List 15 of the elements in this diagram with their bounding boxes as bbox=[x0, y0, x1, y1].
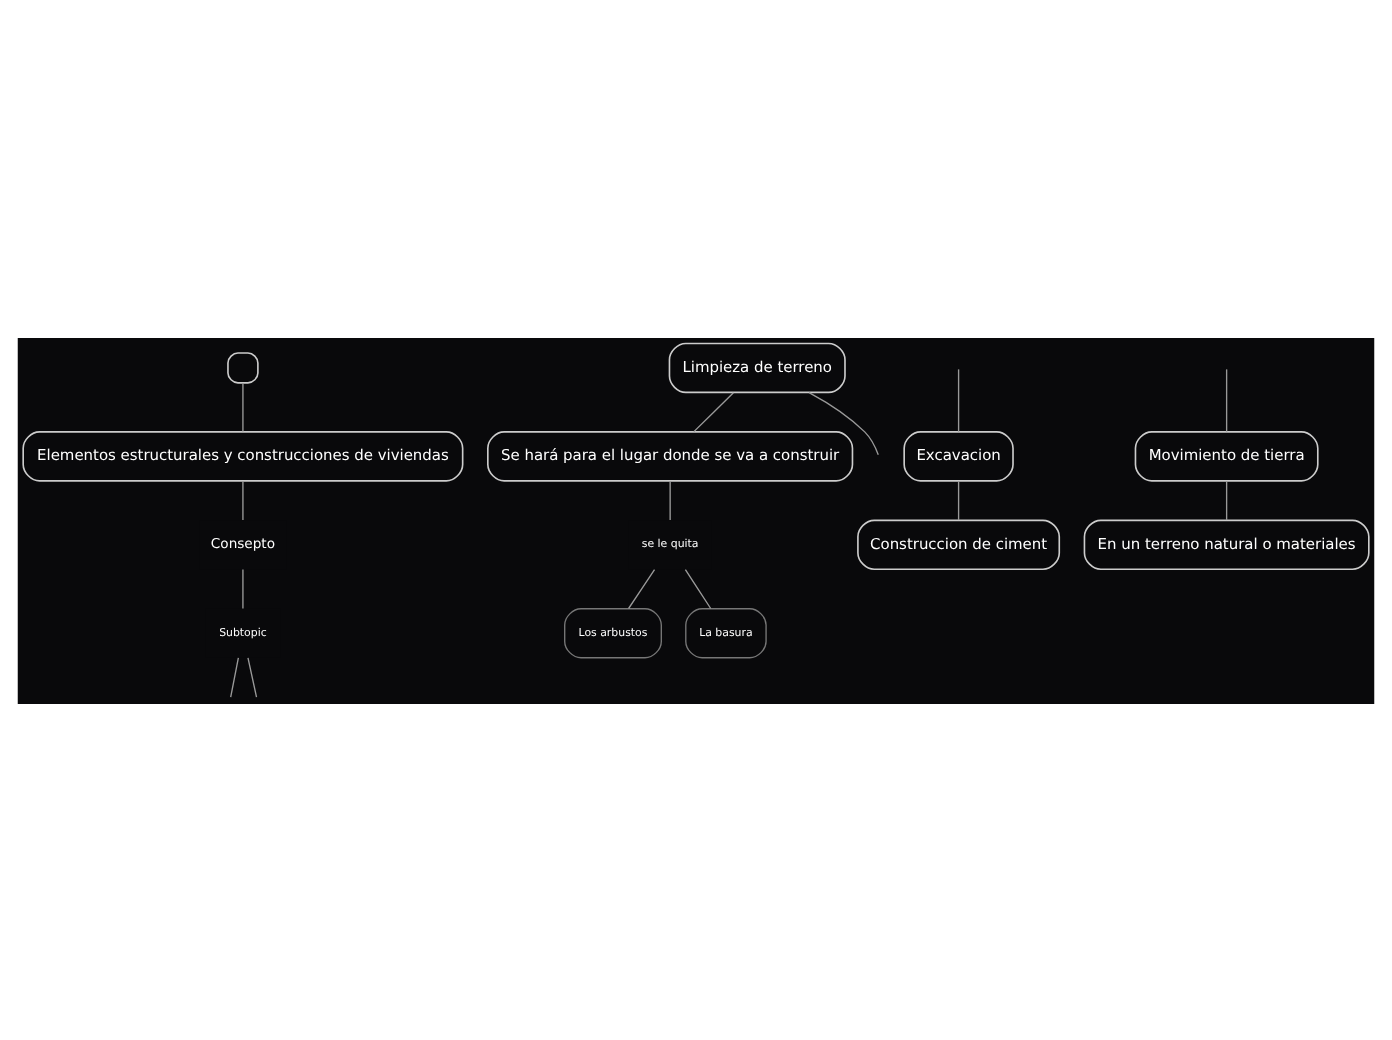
connector bbox=[808, 390, 879, 455]
connector bbox=[669, 479, 671, 520]
connector bbox=[1225, 367, 1228, 432]
connector bbox=[957, 479, 960, 520]
connector bbox=[684, 567, 712, 609]
connector bbox=[693, 391, 735, 432]
connector bbox=[247, 656, 258, 697]
connector bbox=[627, 567, 656, 609]
connector bbox=[242, 479, 244, 520]
connector bbox=[957, 367, 960, 432]
connector bbox=[242, 567, 244, 609]
connector bbox=[230, 656, 240, 697]
connector bbox=[242, 381, 244, 432]
connector bbox=[1225, 479, 1228, 520]
node-box bbox=[227, 351, 259, 383]
